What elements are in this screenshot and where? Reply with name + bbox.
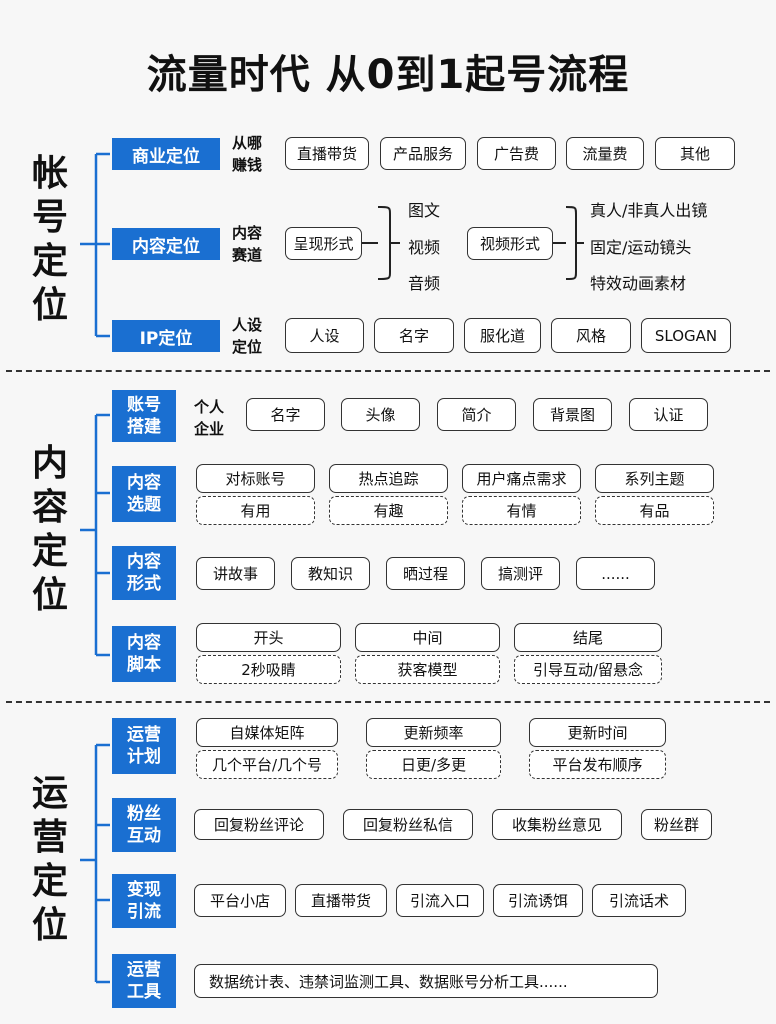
- topic-quality: 有趣: [329, 496, 448, 525]
- plan-item: 更新时间: [529, 718, 666, 747]
- ip-item: 名字: [374, 318, 454, 353]
- form-item: 视频: [408, 238, 441, 257]
- topic-item: 用户痛点需求: [462, 464, 581, 493]
- ip-positioning-label: IP定位: [112, 320, 220, 352]
- section-content-label: 内 容 定 位: [31, 443, 68, 616]
- form-type-item: 教知识: [291, 557, 370, 590]
- setup-item: 名字: [246, 398, 325, 431]
- script-item: 中间: [355, 623, 500, 652]
- commercial-item: 直播带货: [285, 137, 369, 170]
- video-form-box: 视频形式: [467, 227, 553, 260]
- form-item: 图文: [408, 201, 441, 220]
- topic-item: 对标账号: [196, 464, 315, 493]
- section-ops-label: 运 营 定 位: [31, 773, 68, 946]
- page-title: 流量时代 从0到1起号流程: [146, 52, 630, 98]
- section-divider: [6, 701, 770, 703]
- plan-detail: 日更/多更: [366, 750, 501, 779]
- form-type-item: 晒过程: [386, 557, 465, 590]
- plan-item: 更新频率: [366, 718, 501, 747]
- commercial-positioning-label: 商业定位: [112, 138, 220, 170]
- setup-sub: 个人企业: [194, 398, 225, 438]
- ip-item: SLOGAN: [641, 318, 731, 353]
- commercial-item: 产品服务: [380, 137, 466, 170]
- script-detail: 获客模型: [355, 655, 500, 684]
- presentation-form-box: 呈现形式: [285, 227, 362, 260]
- monetize-item: 引流话术: [592, 884, 686, 917]
- fans-item: 粉丝群: [641, 809, 712, 840]
- form-type-item: 讲故事: [196, 557, 275, 590]
- fans-item: 收集粉丝意见: [492, 809, 622, 840]
- tools-list: 数据统计表、违禁词监测工具、数据账号分析工具......: [194, 964, 658, 998]
- topic-quality: 有品: [595, 496, 714, 525]
- plan-item: 自媒体矩阵: [196, 718, 338, 747]
- script-detail: 2秒吸睛: [196, 655, 341, 684]
- fans-item: 回复粉丝私信: [343, 809, 473, 840]
- content-sub: 内容赛道: [232, 224, 263, 264]
- video-form-item: 特效动画素材: [590, 274, 687, 293]
- ops-plan-label: 运营计划: [112, 718, 176, 774]
- form-type-item: ......: [576, 557, 655, 590]
- content-script-label: 内容脚本: [112, 626, 176, 682]
- content-form-label: 内容形式: [112, 546, 176, 600]
- fans-item: 回复粉丝评论: [194, 809, 324, 840]
- video-form-item: 真人/非真人出镜: [590, 201, 708, 220]
- plan-detail: 几个平台/几个号: [196, 750, 338, 779]
- commercial-item: 流量费: [566, 137, 644, 170]
- monetize-item: 平台小店: [194, 884, 286, 917]
- commercial-item: 广告费: [477, 137, 556, 170]
- form-item: 音频: [408, 274, 441, 293]
- ops-tools-label: 运营工具: [112, 954, 176, 1008]
- setup-item: 认证: [629, 398, 708, 431]
- ip-item: 人设: [285, 318, 364, 353]
- form-type-item: 搞测评: [481, 557, 560, 590]
- topic-item: 系列主题: [595, 464, 714, 493]
- plan-detail: 平台发布顺序: [529, 750, 666, 779]
- commercial-sub: 从哪赚钱: [232, 134, 263, 174]
- content-positioning-label: 内容定位: [112, 228, 220, 260]
- setup-item: 背景图: [533, 398, 612, 431]
- ip-sub: 人设定位: [232, 316, 263, 356]
- account-setup-label: 账号搭建: [112, 390, 176, 442]
- ip-item: 风格: [551, 318, 631, 353]
- section-divider: [6, 370, 770, 372]
- ip-item: 服化道: [464, 318, 541, 353]
- section-account-label: 帐 号 定 位: [31, 153, 68, 326]
- monetize-item: 引流诱饵: [493, 884, 583, 917]
- setup-item: 简介: [437, 398, 516, 431]
- content-topic-label: 内容选题: [112, 466, 176, 522]
- script-detail: 引导互动/留悬念: [514, 655, 662, 684]
- video-form-item: 固定/运动镜头: [590, 238, 692, 257]
- topic-item: 热点追踪: [329, 464, 448, 493]
- commercial-item: 其他: [655, 137, 735, 170]
- monetize-item: 直播带货: [295, 884, 387, 917]
- setup-item: 头像: [341, 398, 420, 431]
- ops-fans-label: 粉丝互动: [112, 798, 176, 852]
- monetize-item: 引流入口: [396, 884, 484, 917]
- topic-quality: 有用: [196, 496, 315, 525]
- script-item: 开头: [196, 623, 341, 652]
- ops-monetize-label: 变现引流: [112, 874, 176, 928]
- script-item: 结尾: [514, 623, 662, 652]
- topic-quality: 有情: [462, 496, 581, 525]
